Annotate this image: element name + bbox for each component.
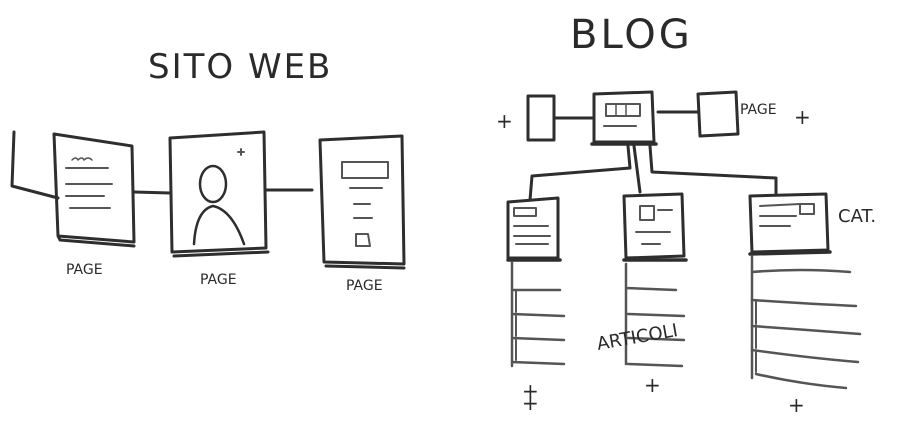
blog-nav-page-left: [526, 94, 556, 142]
blog-nav-page-right: [696, 90, 740, 138]
blog-category-stack: [750, 254, 862, 390]
blog-article-1: [506, 196, 562, 262]
connector-tree-right: [648, 144, 778, 196]
blog-category-page: [748, 192, 832, 256]
connector-tree-left: [528, 144, 632, 202]
website-page-2-label: PAGE: [200, 272, 237, 288]
article-label: ARTICOLI: [595, 320, 679, 355]
website-page-2: [168, 130, 270, 258]
website-title: SITO WEB: [148, 47, 332, 87]
connector-1-2: [132, 190, 172, 195]
plus-right-icon: +: [794, 105, 811, 129]
connector-left: [10, 130, 60, 200]
plus-col2-icon: +: [644, 373, 661, 397]
website-page-1: [52, 132, 136, 248]
avatar-icon: [198, 164, 228, 204]
blog-article-stack-2: [624, 262, 686, 368]
blog-title: BLOG: [570, 12, 693, 58]
blog-article-stack-1: [510, 260, 566, 368]
blog-article-2: [622, 192, 688, 262]
connector-tree-mid: [632, 144, 642, 194]
plus-left-icon: +: [496, 109, 513, 133]
website-page-1-label: PAGE: [66, 262, 103, 278]
blog-nav-page-label: PAGE: [740, 102, 777, 118]
blog-home-page: [590, 90, 658, 146]
plus-col3-icon: +: [788, 393, 805, 417]
website-page-3: [318, 134, 406, 270]
website-page-3-label: PAGE: [346, 278, 383, 294]
category-label: CAT.: [838, 206, 876, 227]
plus-col1-icon: +: [522, 379, 539, 403]
plus-col1-icon-2: +: [522, 391, 539, 415]
